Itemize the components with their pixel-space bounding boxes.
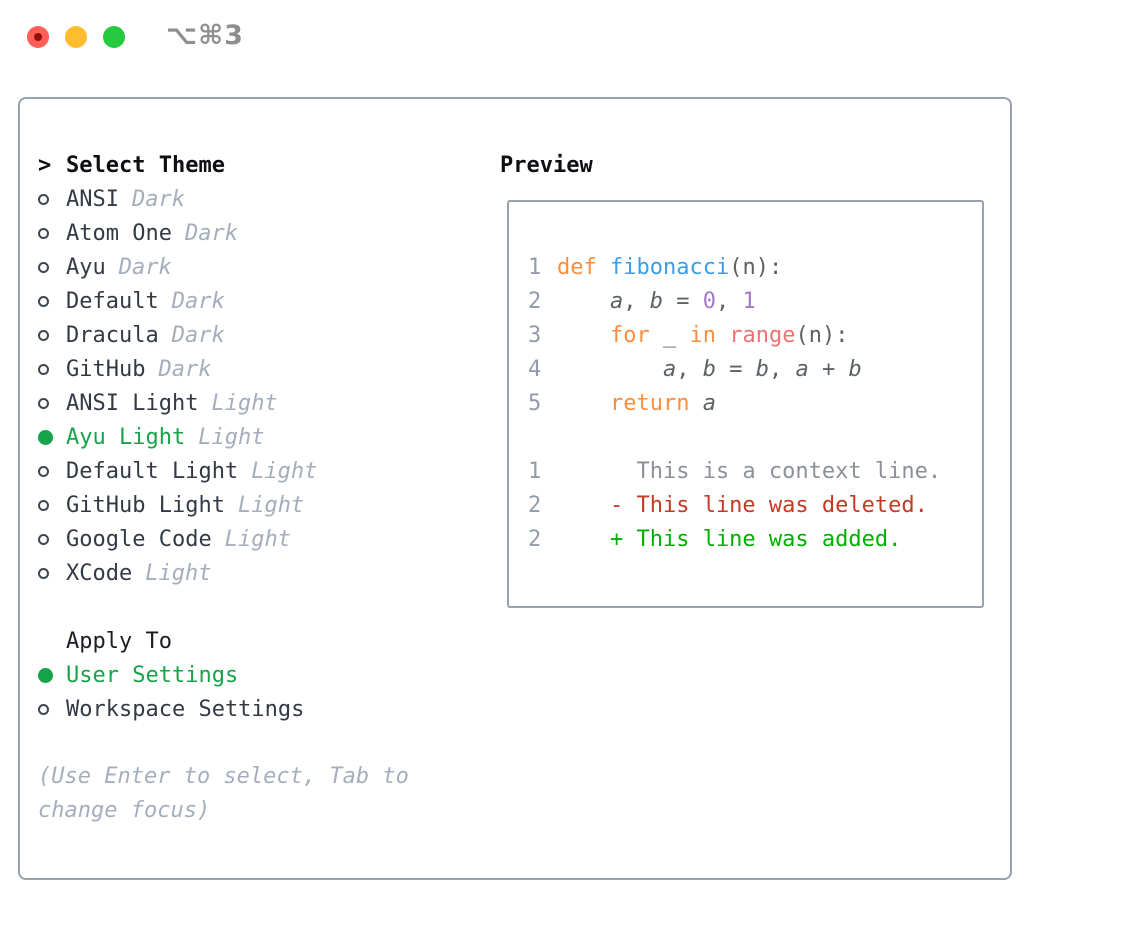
theme-option-ansi-dark[interactable]: ANSI Dark [38, 182, 478, 216]
unsaved-changes-dot-icon [34, 33, 42, 41]
theme-option-ayu-light-selected[interactable]: Ayu Light Light [38, 420, 478, 454]
code-token [716, 323, 729, 348]
code-token [557, 289, 610, 314]
code-token: 1 [742, 288, 756, 314]
minimize-button[interactable] [65, 26, 87, 48]
theme-option-github-light[interactable]: GitHub Light Light [38, 488, 478, 522]
theme-option-ayu-dark[interactable]: Ayu Dark [38, 250, 478, 284]
code-token: (n): [795, 322, 849, 348]
theme-option-default-light[interactable]: Default Light Light [38, 454, 478, 488]
section-title: Select Theme [66, 152, 225, 178]
code-token: = [662, 288, 703, 314]
preview-column: Preview 1 def fibonacci(n): 2 a, b = 0, … [500, 148, 1000, 608]
code-token: range [729, 322, 796, 348]
code-token: a [662, 356, 677, 382]
radio-icon [38, 295, 49, 307]
spacer [38, 726, 478, 760]
radio-icon [38, 329, 49, 341]
code-token: 0 [702, 288, 716, 314]
code-token: (n): [729, 254, 783, 280]
diff-added-line: 2 + This line was added. [528, 526, 902, 552]
apply-option-workspace-settings[interactable]: Workspace Settings [38, 692, 478, 726]
code-token: a [702, 390, 716, 416]
radio-icon [38, 363, 49, 375]
line-number: 5 [528, 390, 542, 416]
focus-prompt-icon: > [38, 152, 52, 178]
line-number: 2 [528, 492, 542, 518]
code-token [557, 391, 610, 416]
code-token: = [715, 356, 756, 382]
line-number: 2 [528, 288, 542, 314]
section-title: Apply To [66, 628, 172, 654]
theme-option-default-dark[interactable]: Default Dark [38, 284, 478, 318]
blank-line [528, 420, 982, 454]
preview-box: 1 def fibonacci(n): 2 a, b = 0, 1 3 for … [507, 200, 984, 608]
line-number: 1 [528, 458, 542, 484]
code-token [557, 323, 610, 348]
theme-picker-panel: > Select Theme ANSI Dark Atom One Dark A… [18, 97, 1012, 880]
zoom-button[interactable] [103, 26, 125, 48]
theme-option-atom-one-dark[interactable]: Atom One Dark [38, 216, 478, 250]
window-titlebar: ⌥⌘3 [0, 0, 1140, 97]
code-token: a [609, 288, 624, 314]
select-theme-header: > Select Theme [38, 148, 478, 182]
radio-icon [38, 533, 49, 545]
code-token: def [557, 254, 610, 280]
radio-icon [38, 227, 49, 239]
code-line: 4 a, b = b, a + b [528, 352, 982, 386]
code-line: 3 for _ in range(n): [528, 318, 982, 352]
code-token: for [609, 322, 650, 348]
code-token: b [848, 356, 862, 382]
radio-icon [38, 465, 49, 477]
window-shortcut-label: ⌥⌘3 [166, 20, 244, 51]
theme-option-github-dark[interactable]: GitHub Dark [38, 352, 478, 386]
code-token: a [795, 356, 809, 382]
code-line: 1 def fibonacci(n): [528, 250, 982, 284]
apply-option-user-settings[interactable]: User Settings [38, 658, 478, 692]
radio-icon [38, 703, 49, 715]
diff-deleted-line: 2 - This line was deleted. [528, 492, 928, 518]
code-token [689, 391, 702, 416]
theme-option-google-code-light[interactable]: Google Code Light [38, 522, 478, 556]
code-token: b [649, 288, 663, 314]
code-token: , [715, 288, 743, 314]
code-token: , [768, 356, 796, 382]
line-number: 3 [528, 322, 542, 348]
code-token: + [808, 356, 849, 382]
code-token: fibonacci [609, 254, 730, 280]
radio-selected-icon [38, 667, 53, 683]
preview-header-row: Preview [500, 148, 1000, 182]
code-token: _ [649, 322, 690, 348]
radio-icon [38, 261, 49, 273]
radio-icon [38, 567, 49, 579]
code-token: in [689, 322, 716, 348]
line-number: 2 [528, 526, 542, 552]
line-number: 4 [528, 356, 542, 382]
code-line: 2 a, b = 0, 1 [528, 284, 982, 318]
theme-option-xcode-light[interactable]: XCode Light [38, 556, 478, 590]
theme-option-dracula-dark[interactable]: Dracula Dark [38, 318, 478, 352]
code-token: b [755, 356, 769, 382]
diff-context-line: 1 This is a context line. [528, 458, 942, 484]
apply-to-header: Apply To [38, 624, 478, 658]
radio-icon [38, 397, 49, 409]
code-token: return [609, 390, 690, 416]
code-token [557, 357, 663, 382]
code-token: , [676, 356, 703, 382]
code-token: b [702, 356, 716, 382]
radio-icon [38, 499, 49, 511]
help-text: (Use Enter to select, Tab to change focu… [38, 764, 409, 823]
spacer [38, 590, 478, 624]
code-token: , [623, 288, 650, 314]
line-number: 1 [528, 254, 542, 280]
radio-icon [38, 193, 49, 205]
theme-option-ansi-light[interactable]: ANSI Light Light [38, 386, 478, 420]
close-button[interactable] [27, 26, 49, 48]
code-line: 5 return a [528, 386, 982, 420]
theme-list-column: > Select Theme ANSI Dark Atom One Dark A… [38, 148, 478, 828]
preview-header: Preview [500, 152, 593, 178]
radio-selected-icon [38, 429, 53, 445]
